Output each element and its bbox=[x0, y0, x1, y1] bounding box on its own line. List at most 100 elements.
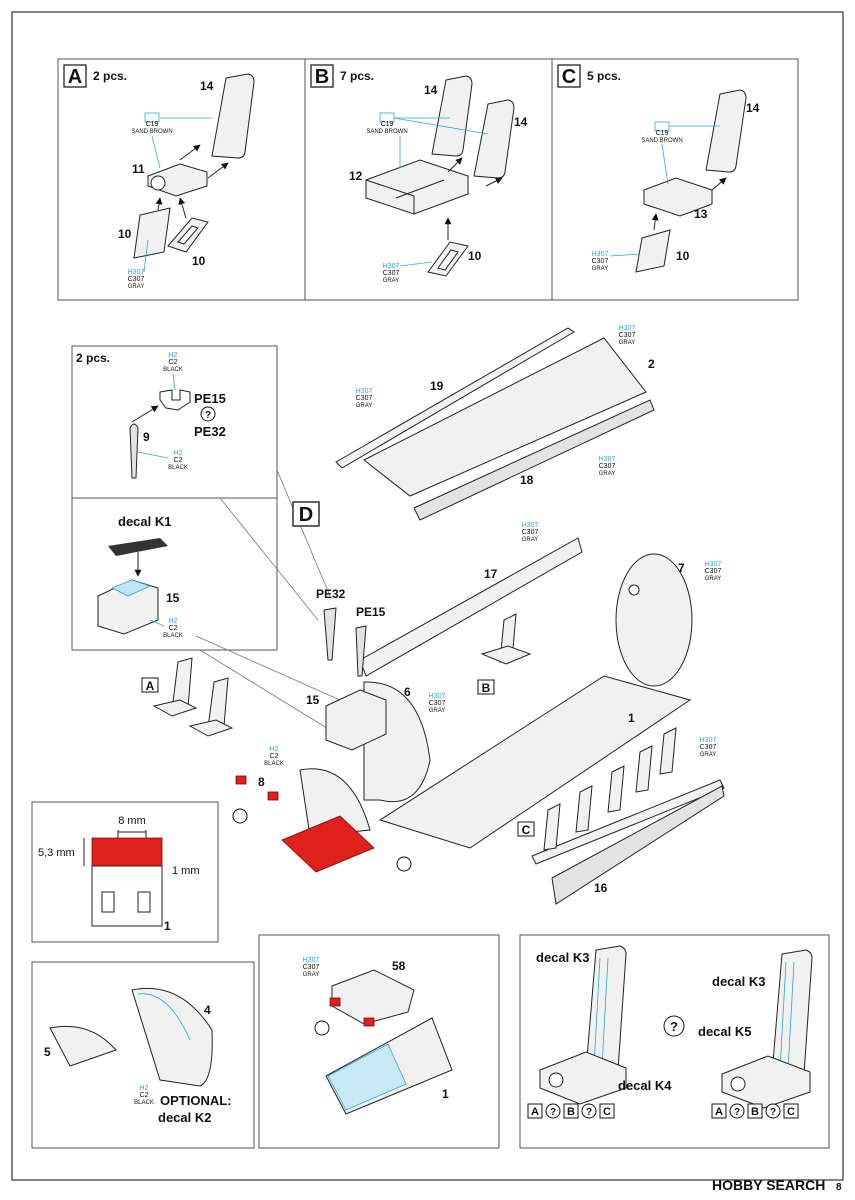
color-code: C307 bbox=[592, 258, 609, 265]
panel-c-letter: C bbox=[562, 66, 576, 88]
pe32-part bbox=[323, 607, 337, 661]
color-code: H307 bbox=[592, 251, 609, 258]
color-code: C307 bbox=[705, 568, 722, 575]
part-rail-18 bbox=[413, 399, 655, 521]
color-code: C307 bbox=[700, 744, 717, 751]
panel-a-qty: 2 pcs. bbox=[93, 69, 127, 83]
ref-letter: A bbox=[531, 1106, 539, 1118]
ref-letter: C bbox=[522, 823, 531, 837]
pe-label: PE32 bbox=[194, 424, 226, 439]
color-code: H307 bbox=[705, 561, 722, 568]
part-label: 2 bbox=[648, 357, 655, 371]
detail-pe: 2 pcs. H2 C2 BLACK PE15 ? PE32 9 H2 C2 B… bbox=[71, 345, 278, 499]
decal-label: decal K4 bbox=[618, 1078, 672, 1093]
part-label: 15 bbox=[306, 693, 320, 707]
color-code: H2 bbox=[270, 746, 279, 753]
detail-decal-k1: decal K1 15 H2 C2 BLACK bbox=[71, 497, 278, 651]
part-label: 8 bbox=[258, 775, 265, 789]
optional-decal: decal K2 bbox=[158, 1110, 211, 1125]
color-name: GRAY bbox=[429, 708, 446, 714]
color-code: C2 bbox=[169, 625, 178, 632]
color-code: C2 bbox=[270, 753, 279, 760]
dimension-gap: 1 mm bbox=[172, 865, 200, 877]
part-label: 14 bbox=[746, 101, 760, 115]
part-label: 10 bbox=[118, 227, 132, 241]
color-code: H307 bbox=[522, 522, 539, 529]
color-code: C307 bbox=[599, 463, 616, 470]
color-code: H307 bbox=[599, 456, 616, 463]
color-name: BLACK bbox=[134, 1100, 154, 1106]
ref-row-right: A ? B ? C bbox=[711, 1103, 799, 1119]
detail-qty: 2 pcs. bbox=[76, 351, 110, 365]
panel-c-qty: 5 pcs. bbox=[587, 69, 621, 83]
color-code: H307 bbox=[429, 693, 446, 700]
color-code: C19 bbox=[146, 121, 159, 128]
color-code: H307 bbox=[700, 737, 717, 744]
color-code: C2 bbox=[174, 457, 183, 464]
ref-letter: C bbox=[787, 1106, 795, 1118]
color-code: H307 bbox=[619, 325, 636, 332]
panel-c: C 5 pcs. 14 13 10 C19 SAND BROWN H307 C3… bbox=[551, 58, 799, 301]
color-code: H307 bbox=[383, 263, 400, 270]
ref-letter: B bbox=[482, 681, 491, 695]
or-symbol: ? bbox=[734, 1107, 740, 1118]
main-assembly: D 19 2 18 17 7 1 6 15 PE32 PE15 B bbox=[141, 325, 725, 905]
color-name: SAND BROWN bbox=[366, 129, 407, 135]
ref-letter: A bbox=[146, 679, 155, 693]
panel-b-letter: B bbox=[315, 66, 329, 88]
color-name: GRAY bbox=[592, 266, 609, 272]
page-number: 8 bbox=[836, 1182, 842, 1193]
detail-optional: 4 5 H2 C2 BLACK OPTIONAL: decal K2 bbox=[31, 961, 255, 1149]
part-label: 9 bbox=[143, 430, 150, 444]
color-name: GRAY bbox=[522, 537, 539, 543]
color-name: BLACK bbox=[168, 465, 188, 471]
part-label: 16 bbox=[594, 881, 608, 895]
part-label: 1 bbox=[164, 919, 171, 933]
part-label: 10 bbox=[676, 249, 690, 263]
part-label: 1 bbox=[442, 1087, 449, 1101]
decal-label: decal K3 bbox=[712, 974, 765, 989]
or-symbol: ? bbox=[770, 1107, 776, 1118]
dimension-height: 5,3 mm bbox=[38, 847, 75, 859]
panel-a: A 2 pcs. 14 11 10 10 C19 SAND BROWN H307… bbox=[57, 58, 306, 301]
part-label: 19 bbox=[430, 379, 444, 393]
color-code: C307 bbox=[128, 276, 145, 283]
or-symbol: ? bbox=[550, 1107, 556, 1118]
part-rail-19 bbox=[335, 327, 575, 469]
color-name: GRAY bbox=[383, 278, 400, 284]
decal-label: decal K1 bbox=[118, 514, 171, 529]
part-label: 7 bbox=[678, 561, 685, 575]
ref-letter: A bbox=[715, 1106, 723, 1118]
color-code: C19 bbox=[656, 130, 669, 137]
part-label: 15 bbox=[166, 591, 180, 605]
color-name: GRAY bbox=[700, 752, 717, 758]
color-code: C307 bbox=[522, 529, 539, 536]
part-label: 58 bbox=[392, 959, 406, 973]
color-name: BLACK bbox=[163, 367, 183, 373]
color-code: H2 bbox=[169, 352, 178, 359]
part-label: 17 bbox=[484, 567, 498, 581]
step-letter: D bbox=[299, 504, 313, 526]
ref-letter: C bbox=[603, 1106, 611, 1118]
color-code: H307 bbox=[128, 269, 145, 276]
or-symbol: ? bbox=[586, 1107, 592, 1118]
color-code: C307 bbox=[429, 700, 446, 707]
ref-letter: B bbox=[751, 1106, 759, 1118]
detail-decals-k: decal K3 decal K4 ? decal K3 decal K5 A … bbox=[519, 934, 830, 1149]
color-code: H2 bbox=[140, 1085, 149, 1092]
part-label: 5 bbox=[44, 1045, 51, 1059]
color-name: GRAY bbox=[128, 284, 145, 290]
part-label: 10 bbox=[468, 249, 482, 263]
part-label: 1 bbox=[628, 711, 635, 725]
part-box-15 bbox=[325, 689, 387, 751]
watermark: HOBBY SEARCH bbox=[712, 1177, 825, 1193]
panel-a-letter: A bbox=[68, 66, 82, 88]
color-name: SAND BROWN bbox=[641, 138, 682, 144]
page-frame bbox=[11, 11, 844, 1181]
color-code: C307 bbox=[383, 270, 400, 277]
part-label: 4 bbox=[204, 1003, 211, 1017]
color-name: GRAY bbox=[619, 340, 636, 346]
color-name: BLACK bbox=[163, 633, 183, 639]
color-code: C2 bbox=[140, 1092, 149, 1099]
